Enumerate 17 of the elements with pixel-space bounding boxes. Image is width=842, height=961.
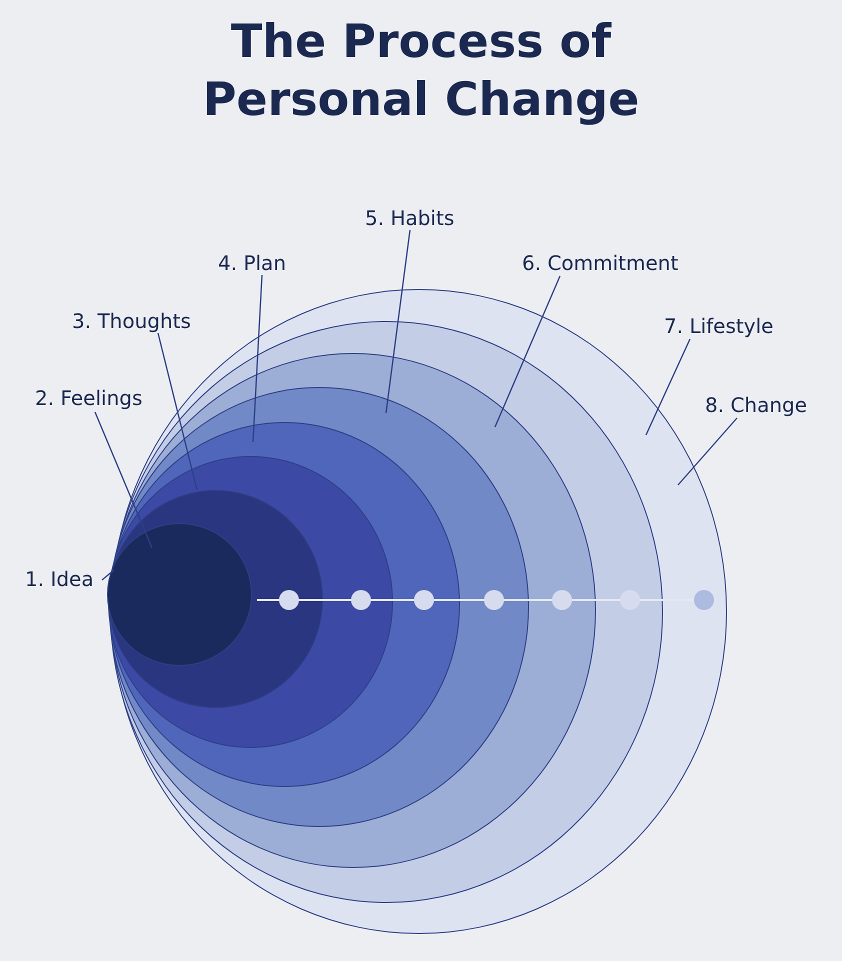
stage-label: 4. Plan xyxy=(218,251,286,275)
leader-line xyxy=(385,230,411,414)
leader-line xyxy=(494,276,561,428)
leader-line xyxy=(252,274,263,442)
stage-label: 8. Change xyxy=(705,393,808,417)
stage-label: 1. Idea xyxy=(25,567,94,591)
leader-line xyxy=(645,338,691,436)
leader-line xyxy=(102,570,114,580)
stage-label: 3. Thoughts xyxy=(72,309,191,333)
stage-label: 5. Habits xyxy=(365,206,454,230)
stage-label: 6. Commitment xyxy=(522,251,678,275)
stage-label: 7. Lifestyle xyxy=(664,314,774,338)
leader-line xyxy=(94,412,153,548)
stage-label: 2. Feelings xyxy=(35,386,142,410)
leader-line xyxy=(678,418,738,486)
leader-line xyxy=(157,332,198,490)
title: The Process of Personal Change xyxy=(202,13,640,128)
